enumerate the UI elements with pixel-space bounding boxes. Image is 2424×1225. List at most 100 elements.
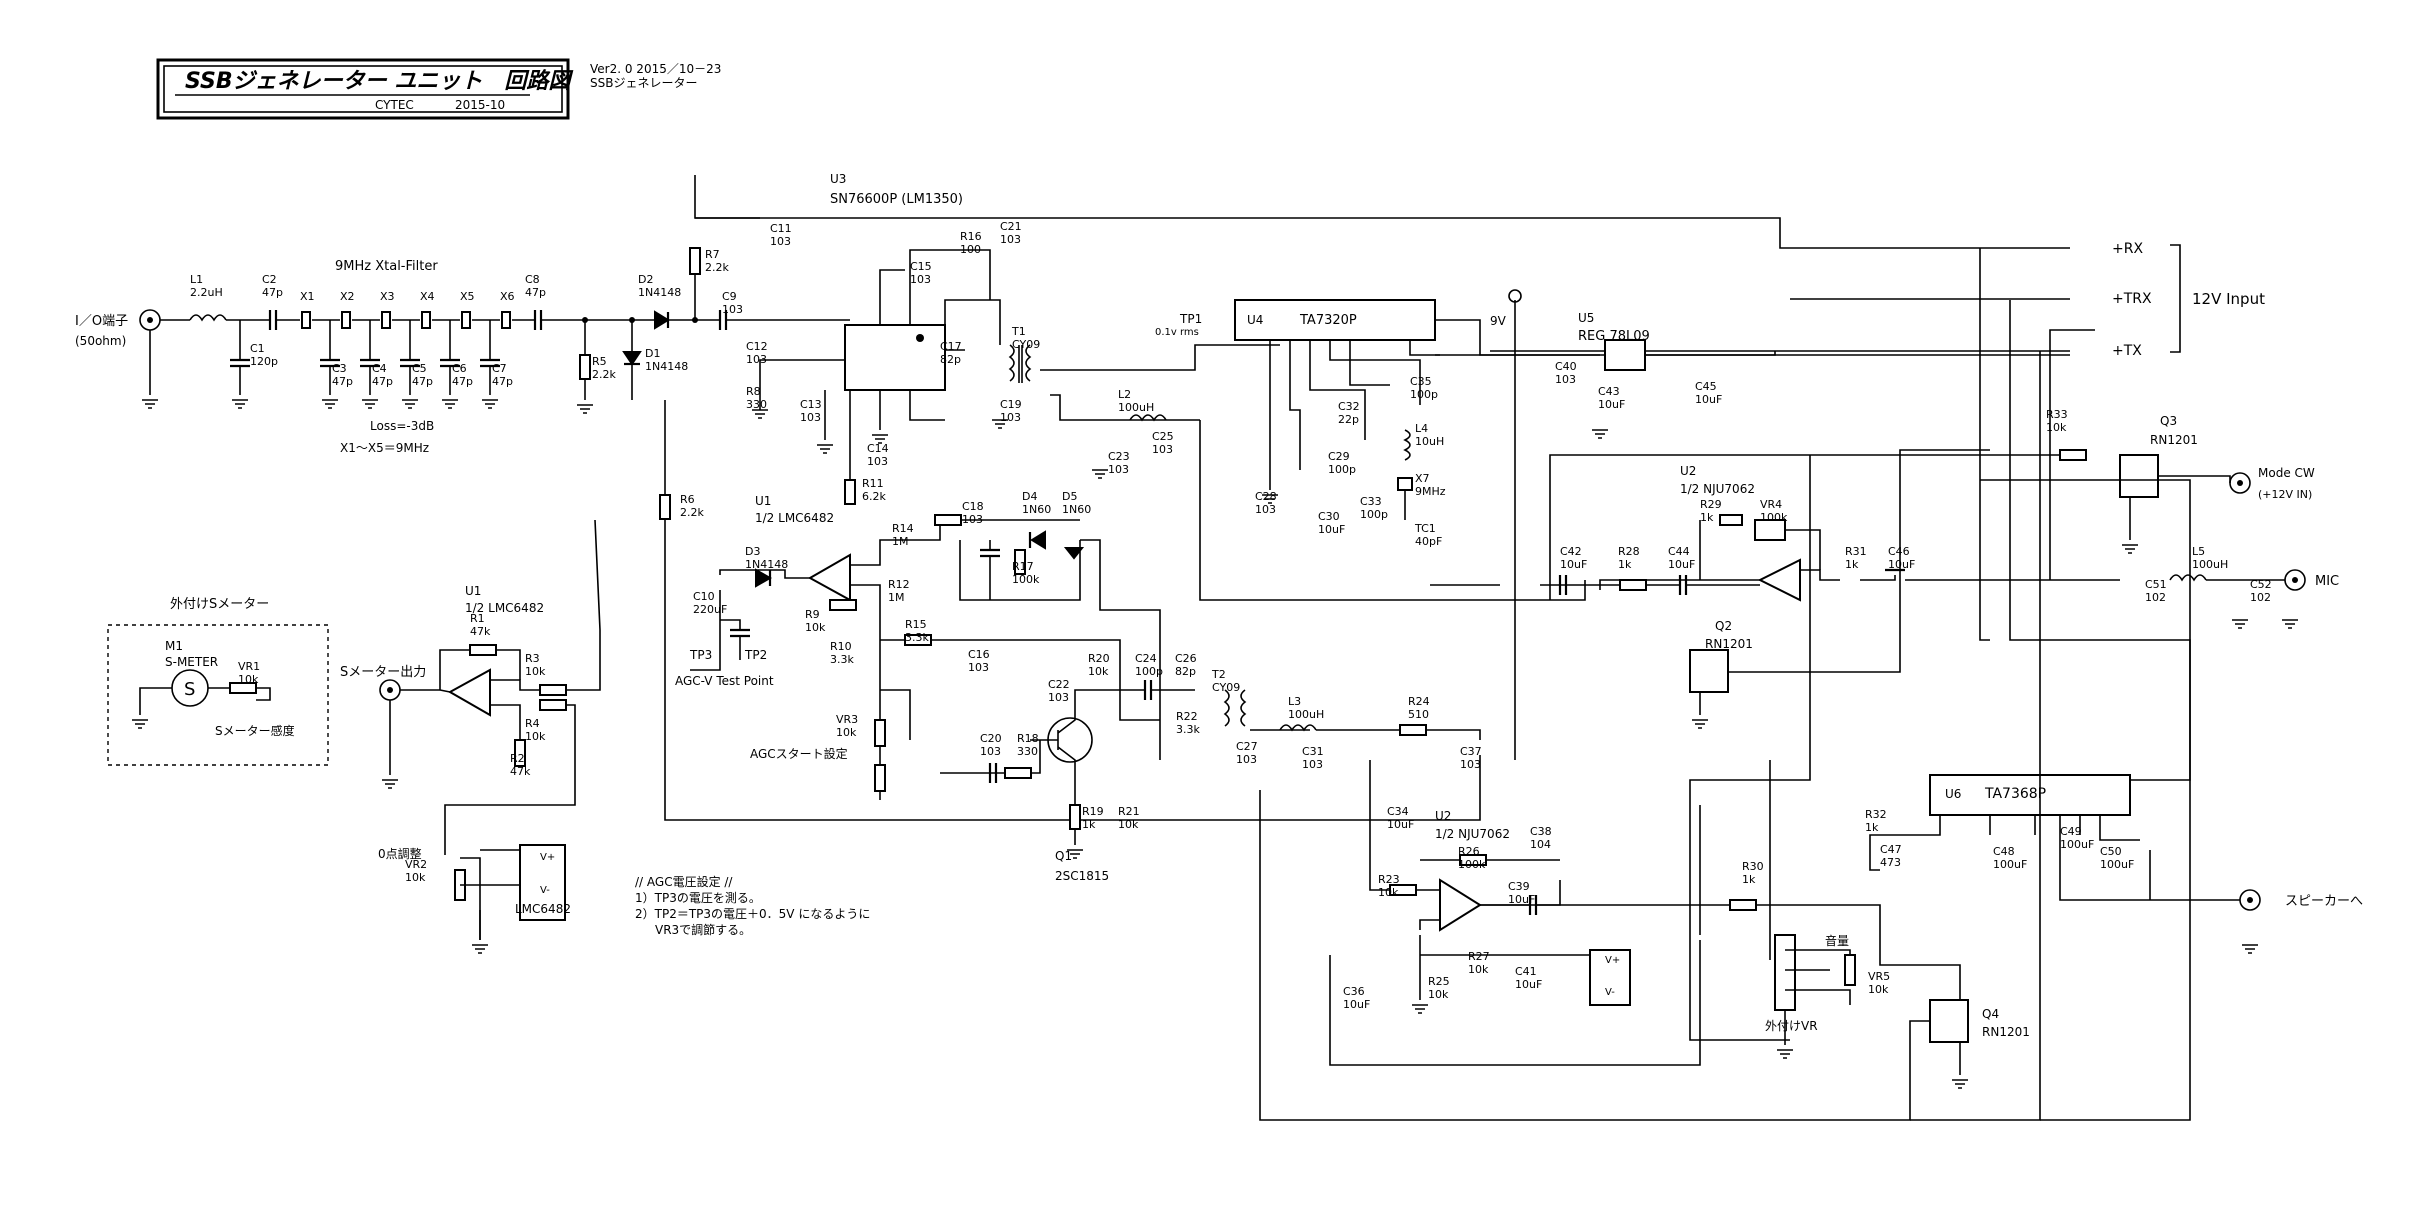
volume-label: 音量: [1825, 933, 1849, 948]
component-value-d2: 1N4148: [638, 286, 681, 299]
component-ref-r12: R12: [888, 578, 910, 591]
s-sens-label: Sメーター感度: [215, 723, 295, 738]
component-value-c28: 103: [1255, 503, 1276, 516]
component-ref-c8: C8: [525, 273, 540, 286]
component-value-c10: 220uF: [693, 603, 727, 616]
component-ref-c45: C45: [1695, 380, 1717, 393]
component-ref-c1: C1: [250, 342, 265, 355]
component-ref-tc1: TC1: [1414, 522, 1436, 535]
component-ref-c23: C23: [1108, 450, 1130, 463]
component-ref-r11: R11: [862, 477, 884, 490]
u2-vminus: V-: [1605, 987, 1615, 998]
u4-name: U4: [1247, 313, 1263, 327]
component-ref-t1: T1: [1011, 325, 1026, 338]
mic-amp: [1430, 449, 2306, 715]
component-value-c24: 100p: [1135, 665, 1163, 678]
component-ref-c19: C19: [1000, 398, 1022, 411]
u2-bot-label: U2: [1435, 809, 1451, 823]
component-ref-c29: C29: [1328, 450, 1350, 463]
company-name: CYTEC: [375, 98, 414, 112]
speaker-amp: [1259, 774, 2261, 1121]
component-ref-c51: C51: [2145, 578, 2167, 591]
component-value-d5: 1N60: [1062, 503, 1091, 516]
q1-section: [940, 680, 1481, 845]
component-ref-c44: C44: [1668, 545, 1690, 558]
audio-amp: [1329, 760, 1961, 1066]
component-value-c11: 103: [770, 235, 791, 248]
svg-text:S: S: [184, 679, 195, 700]
component-ref-d3: D3: [745, 545, 760, 558]
component-value-c3: 47p: [332, 375, 353, 388]
ext-vr-label: 外付けVR: [1765, 1019, 1818, 1033]
tp3-label: TP3: [689, 648, 712, 662]
component-ref-c4: C4: [372, 362, 387, 375]
component-ref-c16: C16: [968, 648, 990, 661]
agc-note2: 1）TP3の電圧を測る。: [635, 891, 761, 905]
component-value-c48: 100uF: [1993, 858, 2027, 871]
component-ref-vr3: VR3: [836, 713, 858, 726]
component-ref-c35: C35: [1410, 375, 1432, 388]
component-ref-c24: C24: [1135, 652, 1157, 665]
component-value-c7: 47p: [492, 375, 513, 388]
u1-top-label: U1: [755, 494, 771, 508]
component-ref-c7: C7: [492, 362, 507, 375]
component-ref-c36: C36: [1343, 985, 1365, 998]
component-value-c30: 10uF: [1318, 523, 1345, 536]
component-ref-c38: C38: [1530, 825, 1552, 838]
tp1-level: 0.1v rms: [1155, 327, 1199, 338]
component-value-x7: 9MHz: [1415, 485, 1446, 498]
component-value-t2: CY09: [1212, 681, 1240, 694]
component-ref-r31: R31: [1845, 545, 1867, 558]
component-ref-d5: D5: [1062, 490, 1077, 503]
component-ref-l4: L4: [1415, 422, 1428, 435]
component-ref-r22: R22: [1176, 710, 1198, 723]
mode-cw-voltage: (+12V IN): [2258, 488, 2312, 501]
component-ref-d1: D1: [645, 347, 660, 360]
u5-part: REG 78L09: [1578, 329, 1650, 344]
component-value-d3: 1N4148: [745, 558, 788, 571]
component-value-r30: 1k: [1742, 873, 1756, 886]
component-value-c4: 47p: [372, 375, 393, 388]
component-ref-r24: R24: [1408, 695, 1430, 708]
component-ref-x2: X2: [340, 290, 355, 303]
q3-label: Q3: [2160, 414, 2177, 428]
component-ref-c49: C49: [2060, 825, 2082, 838]
v9-label: 9V: [1490, 314, 1507, 328]
component-value-c29: 100p: [1328, 463, 1356, 476]
component-ref-c10: C10: [693, 590, 715, 603]
component-ref-c25: C25: [1152, 430, 1174, 443]
s-meter-section: S: [107, 519, 601, 940]
component-value-vr3: 10k: [836, 726, 857, 739]
component-value-c45: 10uF: [1695, 393, 1722, 406]
component-ref-c22: C22: [1048, 678, 1070, 691]
component-value-r17: 100k: [1012, 573, 1040, 586]
component-value-r26: 100k: [1458, 858, 1486, 871]
q3-part: RN1201: [2150, 433, 2198, 447]
component-ref-r30: R30: [1742, 860, 1764, 873]
component-value-c22: 103: [1048, 691, 1069, 704]
u2-vplus: V+: [1605, 955, 1620, 966]
component-value-d1: 1N4148: [645, 360, 688, 373]
mixer-area: [990, 289, 2070, 760]
u5-name: U5: [1578, 311, 1594, 325]
component-value-c2: 47p: [262, 286, 283, 299]
agc-tp-label: AGC-V Test Point: [675, 674, 774, 688]
lmc-vminus: V-: [540, 885, 550, 896]
component-value-c12: 103: [746, 353, 767, 366]
u1-bot-part: 1/2 LMC6482: [465, 601, 544, 615]
component-ref-c9: C9: [722, 290, 737, 303]
trx-label: +TRX: [2112, 291, 2152, 307]
component-ref-c48: C48: [1993, 845, 2015, 858]
component-value-c23: 103: [1108, 463, 1129, 476]
component-value-r28: 1k: [1618, 558, 1632, 571]
component-value-c49: 100uF: [2060, 838, 2094, 851]
component-ref-x4: X4: [420, 290, 435, 303]
u2-top-label: U2: [1680, 464, 1696, 478]
input-filter: [139, 247, 850, 400]
component-ref-r17: R17: [1012, 560, 1034, 573]
mic-label: MIC: [2315, 574, 2339, 589]
component-value-c33: 100p: [1360, 508, 1388, 521]
component-ref-r27: R27: [1468, 950, 1490, 963]
component-ref-x7: X7: [1415, 472, 1430, 485]
